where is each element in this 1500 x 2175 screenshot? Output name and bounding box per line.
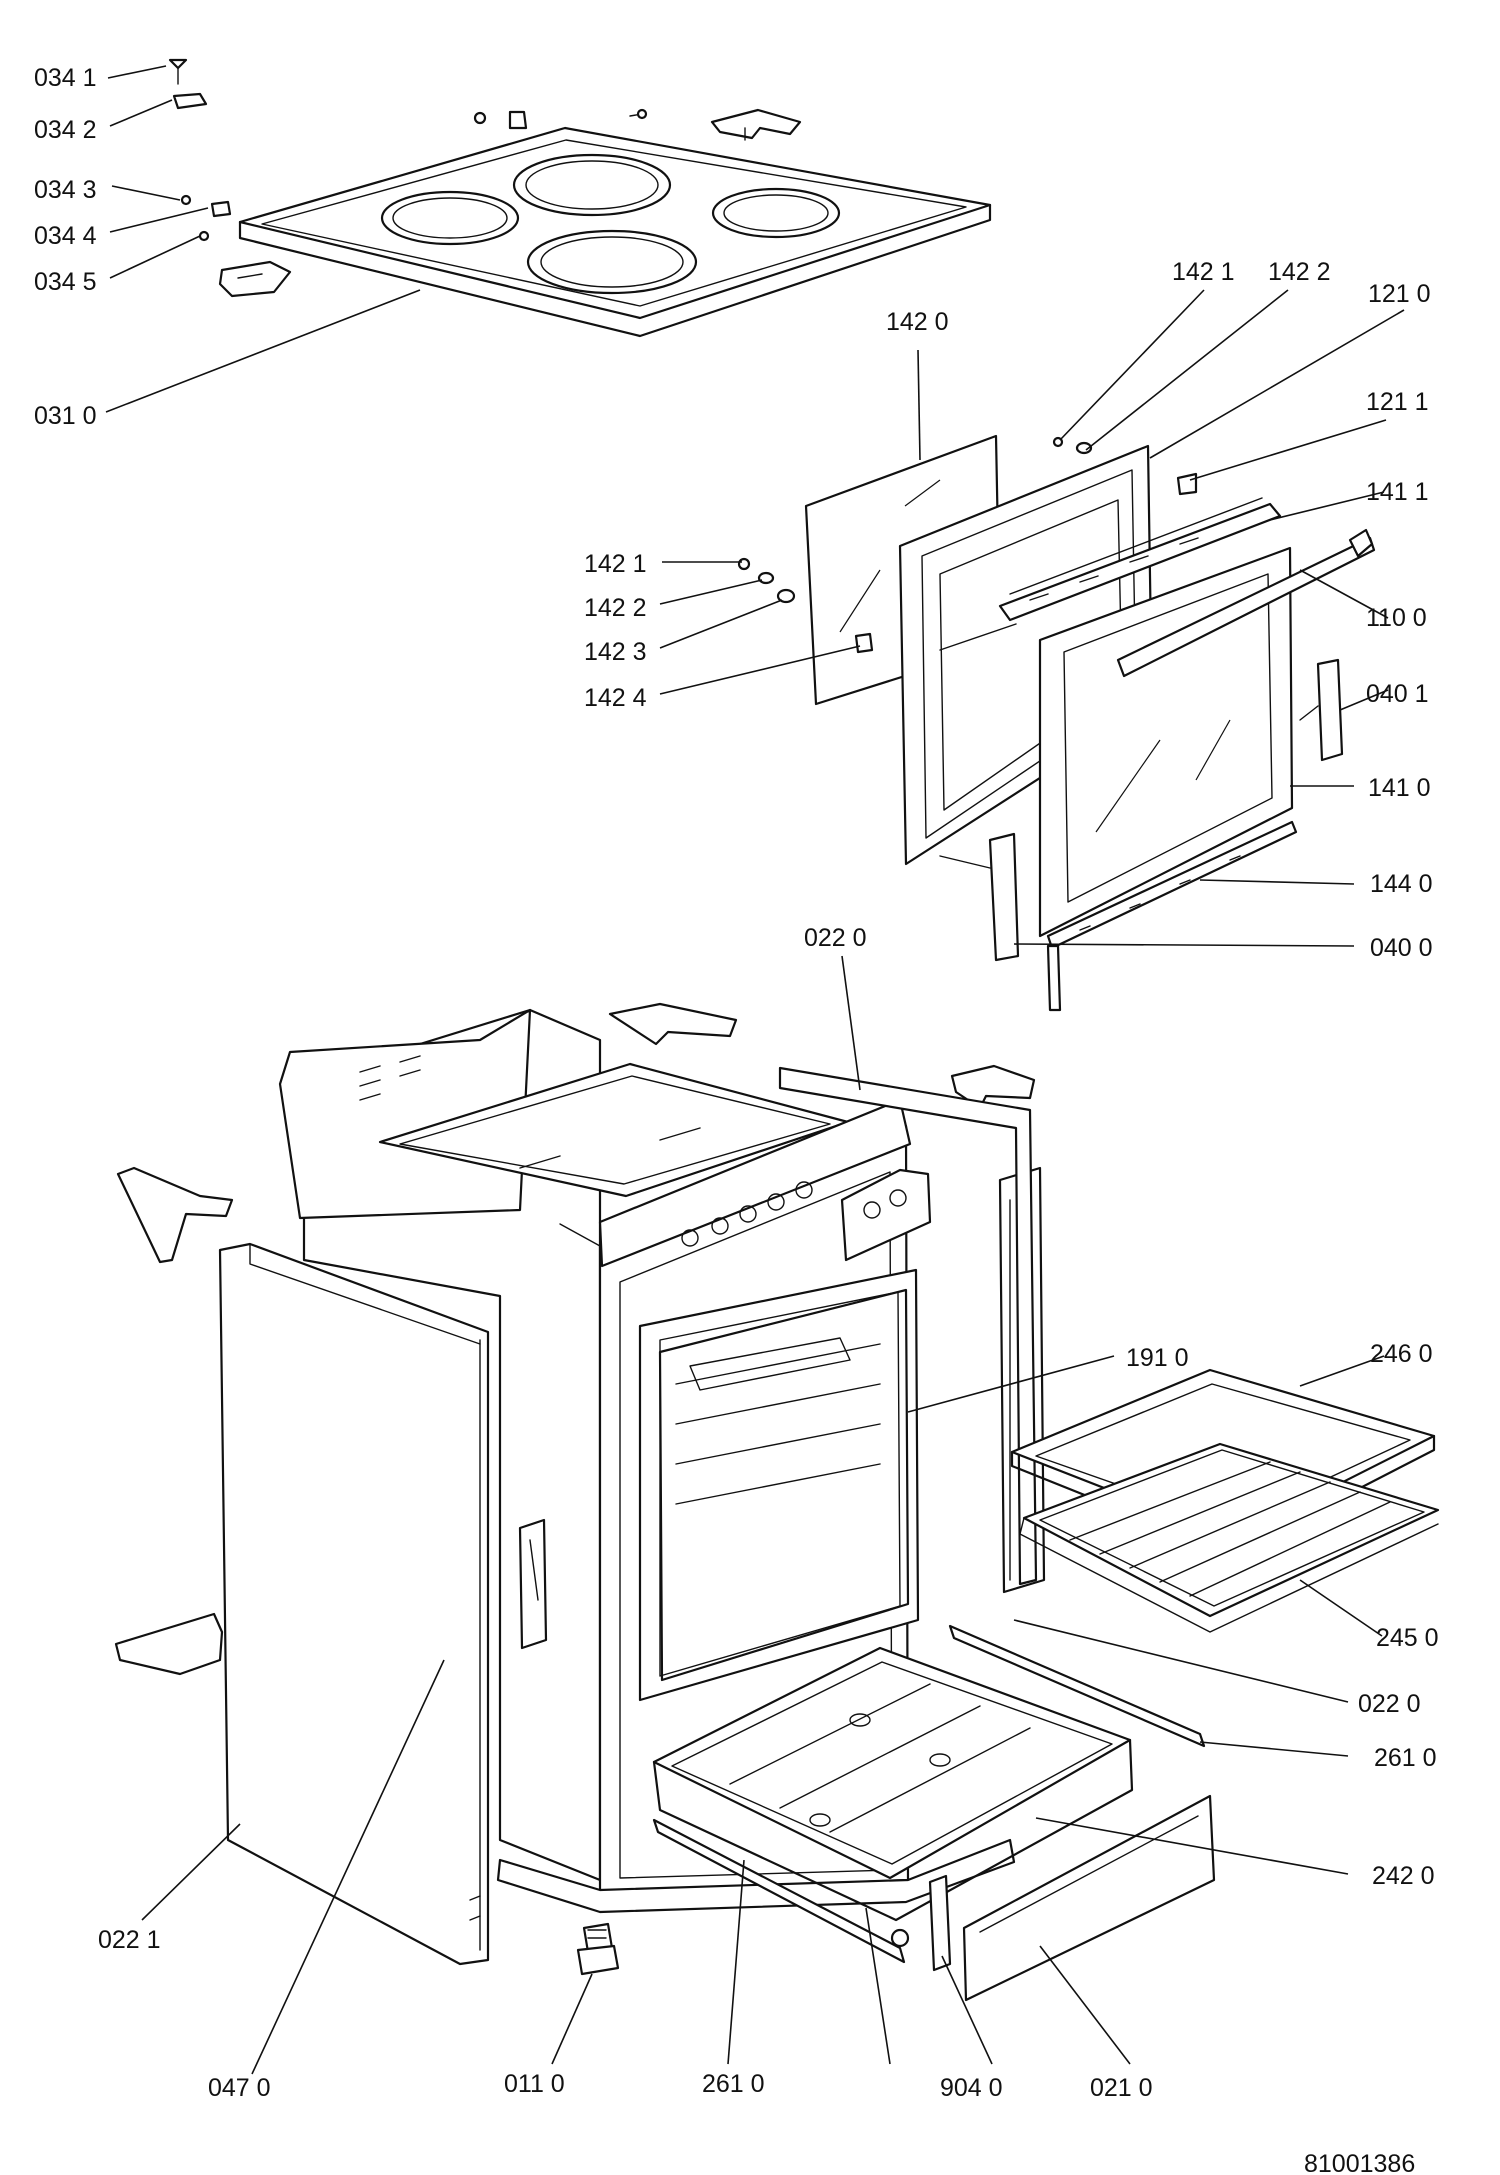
callout-034-2: 034 2 <box>34 116 97 144</box>
callout-142-0: 142 0 <box>886 308 949 336</box>
top-corner-bracket-left <box>116 1166 234 1264</box>
callout-191-0: 191 0 <box>1126 1344 1189 1372</box>
leader-lines <box>105 65 1405 2075</box>
callout-246-0: 246 0 <box>1370 1340 1433 1368</box>
callout-021-0: 021 0 <box>1090 2074 1153 2102</box>
callout-142-2-top: 142 2 <box>1268 258 1331 286</box>
door-screw-set <box>737 436 1198 654</box>
callout-144-0: 144 0 <box>1370 870 1433 898</box>
callout-142-4: 142 4 <box>584 684 647 712</box>
callout-242-0: 242 0 <box>1372 1862 1435 1890</box>
callout-142-1-left: 142 1 <box>584 550 647 578</box>
cabinet-side-panel-left <box>218 1242 490 1966</box>
callout-040-1: 040 1 <box>1366 680 1429 708</box>
callout-011-0: 011 0 <box>504 2070 565 2098</box>
callout-142-1-top: 142 1 <box>1172 258 1235 286</box>
callout-142-2-left: 142 2 <box>584 594 647 622</box>
cabinet-rear-bracket <box>608 1002 738 1046</box>
callout-022-1: 022 1 <box>98 1926 161 1954</box>
callout-261-0-right: 261 0 <box>1374 1744 1437 1772</box>
terminal-block <box>518 1518 548 1650</box>
hob-top-plate <box>238 126 992 338</box>
storage-drawer <box>652 1646 1134 1922</box>
callout-034-4: 034 4 <box>34 222 97 250</box>
callout-121-0: 121 0 <box>1368 280 1431 308</box>
oven-cavity <box>638 1268 920 1702</box>
callout-022-0-top: 022 0 <box>804 924 867 952</box>
callout-142-3: 142 3 <box>584 638 647 666</box>
document-number: 81001386 <box>1304 2150 1415 2175</box>
callout-022-0-right: 022 0 <box>1358 1690 1421 1718</box>
callout-034-3: 034 3 <box>34 176 97 204</box>
oven-door-seal <box>658 1288 910 1682</box>
adjustable-foot <box>576 1922 620 1976</box>
drawer-runner-right <box>948 1624 1206 1748</box>
callout-121-1: 121 1 <box>1366 388 1429 416</box>
door-handle <box>1116 528 1376 678</box>
outer-door-glass <box>1038 546 1294 938</box>
callout-141-0: 141 0 <box>1368 774 1431 802</box>
callout-047-0: 047 0 <box>208 2074 271 2102</box>
drawer-runner-left <box>652 1818 906 1964</box>
callout-261-0-bottom: 261 0 <box>702 2070 765 2098</box>
cabinet-base <box>496 1838 1016 1914</box>
callout-034-1: 034 1 <box>34 64 97 92</box>
drawer-stop <box>890 1874 952 1972</box>
drawer-front-panel <box>962 1794 1216 2002</box>
top-corner-bracket-right <box>950 1064 1036 1110</box>
kick-plate-left <box>114 1612 224 1676</box>
callout-245-0: 245 0 <box>1376 1624 1439 1652</box>
callout-031-0: 031 0 <box>34 402 97 430</box>
door-glass-retaining-strip <box>998 497 1282 622</box>
callout-904-0: 904 0 <box>940 2074 1003 2102</box>
callout-110-0: 110 0 <box>1366 604 1427 632</box>
hob-small-fixings <box>168 58 648 242</box>
callout-034-5: 034 5 <box>34 268 97 296</box>
hob-fixing-bracket-rear <box>710 108 802 141</box>
oven-wire-grid <box>1019 1442 1440 1633</box>
door-hinge-right <box>1299 658 1344 762</box>
cabinet-rear-panel <box>278 1008 532 1220</box>
control-panel-frame <box>598 1098 932 1268</box>
door-hinge-left <box>939 832 1062 1012</box>
callout-141-1: 141 1 <box>1366 478 1429 506</box>
callout-040-0: 040 0 <box>1370 934 1433 962</box>
part-callouts: 034 1 034 2 034 3 034 4 034 5 031 0 142 … <box>34 64 1439 2102</box>
hob-fixing-bracket-front <box>218 260 292 298</box>
cabinet-rear-rail <box>778 1066 1038 1586</box>
